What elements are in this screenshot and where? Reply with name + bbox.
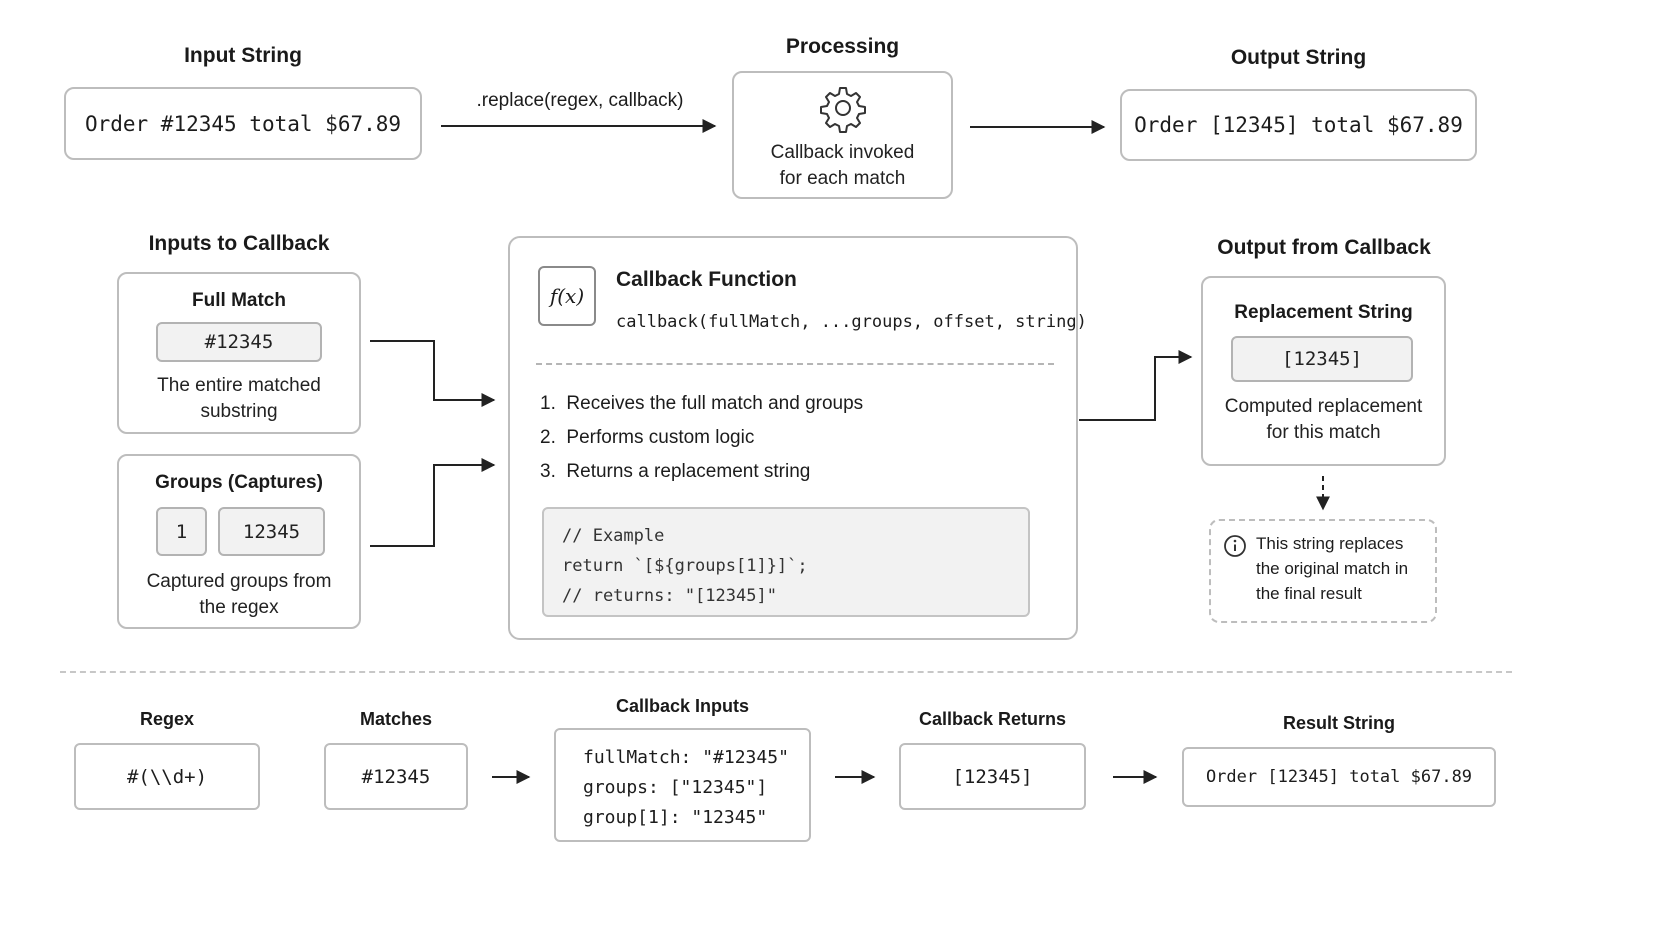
code-line: // returns: "[12345]" <box>562 586 777 606</box>
groups-desc-2: the regex <box>199 597 279 618</box>
processing-title: Processing <box>785 35 900 58</box>
callback-step: 3. Returns a replacement string <box>540 461 811 482</box>
code-line: // Example <box>562 526 665 546</box>
replacement-string-value: [12345] <box>1231 336 1413 382</box>
flow-callback-returns-title: Callback Returns <box>918 709 1067 729</box>
callback-function-card: f(x) Callback Function callback(fullMatc… <box>508 236 1087 640</box>
flow-callback-returns-value: [12345] <box>952 765 1033 788</box>
flow-input-line: groups: ["12345"] <box>583 777 768 798</box>
group-index-chip: 1 <box>156 507 207 556</box>
flow-matches-box: #12345 <box>324 743 468 810</box>
flow-input-line: fullMatch: "#12345" <box>583 747 789 768</box>
callback-divider <box>536 363 1054 365</box>
function-icon: f(x) <box>538 266 596 326</box>
note-line-1: This string replaces <box>1256 534 1404 553</box>
input-string-value: Order #12345 total $67.89 <box>84 111 402 136</box>
note-line-3: the final result <box>1256 584 1362 603</box>
replacement-string-card: Replacement String [12345] Computed repl… <box>1201 276 1446 466</box>
replace-method-label: .replace(regex, callback) <box>476 90 684 111</box>
groups-desc-1: Captured groups from <box>146 571 332 592</box>
full-match-title: Full Match <box>192 290 286 311</box>
code-example-block: // Example return `[${groups[1]}]`; // r… <box>542 507 1030 617</box>
output-string-box: Order [12345] total $67.89 <box>1120 89 1477 161</box>
input-string-title: Input String <box>184 44 302 67</box>
flow-callback-returns-box: [12345] <box>899 743 1086 810</box>
callback-step: 1. Receives the full match and groups <box>540 393 864 414</box>
arrow-full-match-to-callback <box>370 340 496 407</box>
output-from-callback-title: Output from Callback <box>1217 236 1431 259</box>
callback-step: 2. Performs custom logic <box>540 427 755 448</box>
flow-callback-inputs-box: fullMatch: "#12345" groups: ["12345"] gr… <box>554 728 811 842</box>
arrow-groups-to-callback <box>370 458 496 547</box>
full-match-card: Full Match #12345 The entire matched sub… <box>117 272 361 434</box>
processing-desc-1: Callback invoked <box>770 142 915 163</box>
callback-signature: callback(fullMatch, ...groups, offset, s… <box>616 312 1087 332</box>
note-line-2: the original match in <box>1256 559 1409 578</box>
info-icon <box>1223 534 1247 558</box>
replacement-note-box: This string replaces the original match … <box>1209 519 1437 623</box>
flow-callback-inputs-title: Callback Inputs <box>615 696 750 716</box>
replacement-desc-1: Computed replacement <box>1224 396 1423 417</box>
full-match-value: #12345 <box>156 322 322 362</box>
gear-icon <box>818 83 868 133</box>
flow-input-line: group[1]: "12345" <box>583 807 768 828</box>
flow-result-value: Order [12345] total $67.89 <box>1205 767 1473 787</box>
processing-box: Callback invoked for each match <box>732 71 953 199</box>
output-string-title: Output String <box>1230 46 1367 69</box>
flow-regex-title: Regex <box>139 709 195 729</box>
function-icon-label: f(x) <box>549 284 585 308</box>
input-string-box: Order #12345 total $67.89 <box>64 87 422 160</box>
section-divider <box>60 671 1512 673</box>
arrow-callback-to-output <box>1079 350 1193 421</box>
flow-regex-value: #(\\d+) <box>126 765 208 788</box>
group-value-chip: 12345 <box>218 507 325 556</box>
groups-card: Groups (Captures) 1 12345 Captured group… <box>117 454 361 629</box>
flow-matches-value: #12345 <box>361 765 431 788</box>
flow-matches-title: Matches <box>359 709 433 729</box>
replacement-desc-2: for this match <box>1266 422 1381 443</box>
output-string-value: Order [12345] total $67.89 <box>1134 113 1463 137</box>
flow-result-box: Order [12345] total $67.89 <box>1182 747 1496 807</box>
processing-desc-2: for each match <box>779 168 906 189</box>
full-match-desc-1: The entire matched <box>157 375 321 396</box>
groups-title: Groups (Captures) <box>155 472 323 493</box>
full-match-desc-2: substring <box>200 401 278 422</box>
flow-result-title: Result String <box>1282 713 1395 733</box>
replacement-string-title: Replacement String <box>1234 302 1413 323</box>
inputs-to-callback-title: Inputs to Callback <box>148 232 330 255</box>
code-line: return `[${groups[1]}]`; <box>562 556 808 576</box>
flow-regex-box: #(\\d+) <box>74 743 260 810</box>
callback-function-title: Callback Function <box>616 268 797 291</box>
